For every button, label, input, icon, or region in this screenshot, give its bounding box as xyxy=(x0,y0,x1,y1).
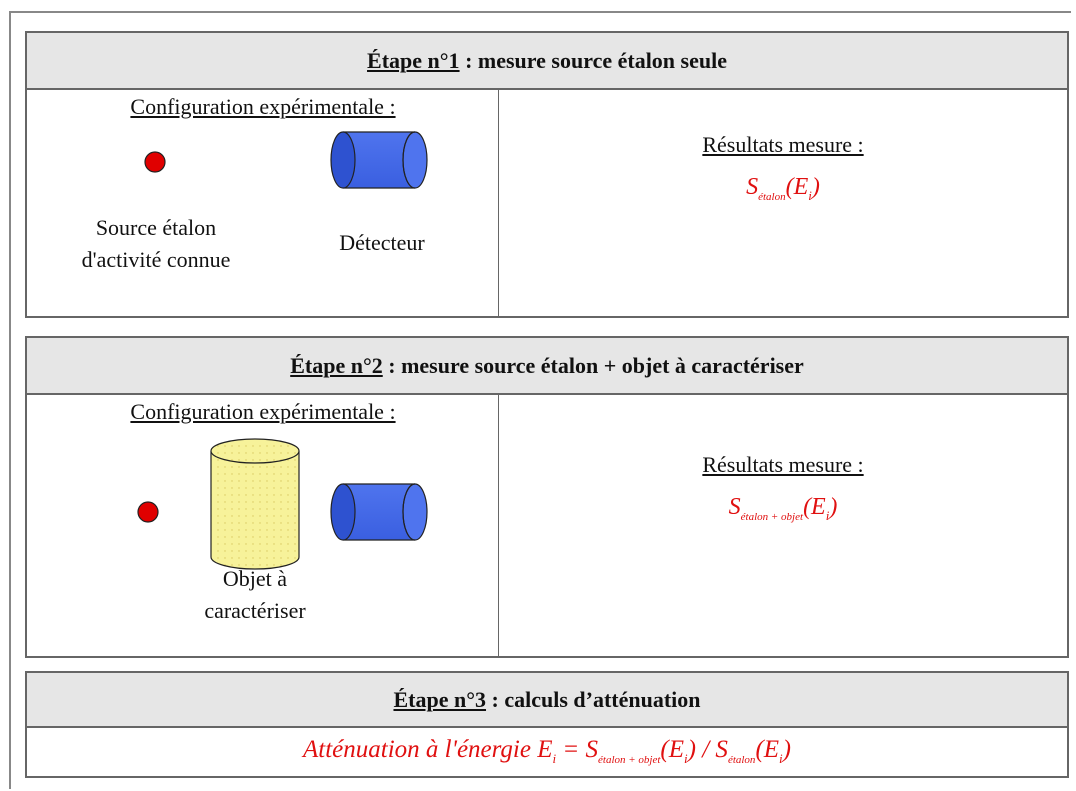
step1-title-rest: : mesure source étalon seule xyxy=(459,47,727,73)
step2-results-title: Résultats mesure : xyxy=(702,452,864,477)
attenuation-equation: Atténuation à l'énergie Ei = Sétalon + o… xyxy=(303,736,791,766)
source-point-icon xyxy=(144,151,166,173)
step3-header: Étape n°3 : calculs d’atténuation xyxy=(27,673,1067,728)
outer-frame xyxy=(9,11,1071,789)
step1-results-column: Résultats mesure : Sétalon(Ei) xyxy=(499,90,1067,316)
detector-label: Détecteur xyxy=(339,230,425,255)
step2-config-column: Configuration expérimentale : xyxy=(27,395,499,656)
source-label: Source étalon d'activité connue xyxy=(81,215,231,272)
object-cylinder-icon xyxy=(210,438,300,570)
step3-box: Étape n°3 : calculs d’atténuation Atténu… xyxy=(25,671,1069,778)
object-label: Objet à caractériser xyxy=(204,566,306,623)
step2-body: Configuration expérimentale : xyxy=(27,395,1067,656)
step2-title-num: Étape n°2 xyxy=(290,352,383,378)
step1-body: Configuration expérimentale : xyxy=(27,90,1067,316)
step2-config-title: Configuration expérimentale : xyxy=(130,399,396,424)
step1-title-num: Étape n°1 xyxy=(367,47,460,73)
step1-results-title: Résultats mesure : xyxy=(702,132,864,157)
step3-body: Atténuation à l'énergie Ei = Sétalon + o… xyxy=(27,728,1067,776)
step1-illustration xyxy=(144,131,428,189)
step2-illustration xyxy=(137,438,428,570)
step2-title-rest: : mesure source étalon + objet à caracté… xyxy=(382,352,804,378)
step1-header: Étape n°1 : mesure source étalon seule xyxy=(27,33,1067,90)
step2-box: Étape n°2 : mesure source étalon + objet… xyxy=(25,336,1069,658)
step2-header: Étape n°2 : mesure source étalon + objet… xyxy=(27,338,1067,395)
step2-result-formula: Sétalon + objet(Ei) xyxy=(728,494,838,523)
step1-config-title: Configuration expérimentale : xyxy=(130,94,396,119)
detector-icon xyxy=(330,131,428,189)
step1-result-formula: Sétalon(Ei) xyxy=(746,174,820,203)
source-point-icon xyxy=(137,501,159,523)
step1-box: Étape n°1 : mesure source étalon seule C… xyxy=(25,31,1069,318)
step3-title-rest: : calculs d’atténuation xyxy=(486,686,701,712)
step3-title-num: Étape n°3 xyxy=(393,686,487,712)
step2-results-column: Résultats mesure : Sétalon + objet(Ei) xyxy=(499,395,1067,656)
detector-icon xyxy=(330,483,428,541)
step1-config-column: Configuration expérimentale : xyxy=(27,90,499,316)
